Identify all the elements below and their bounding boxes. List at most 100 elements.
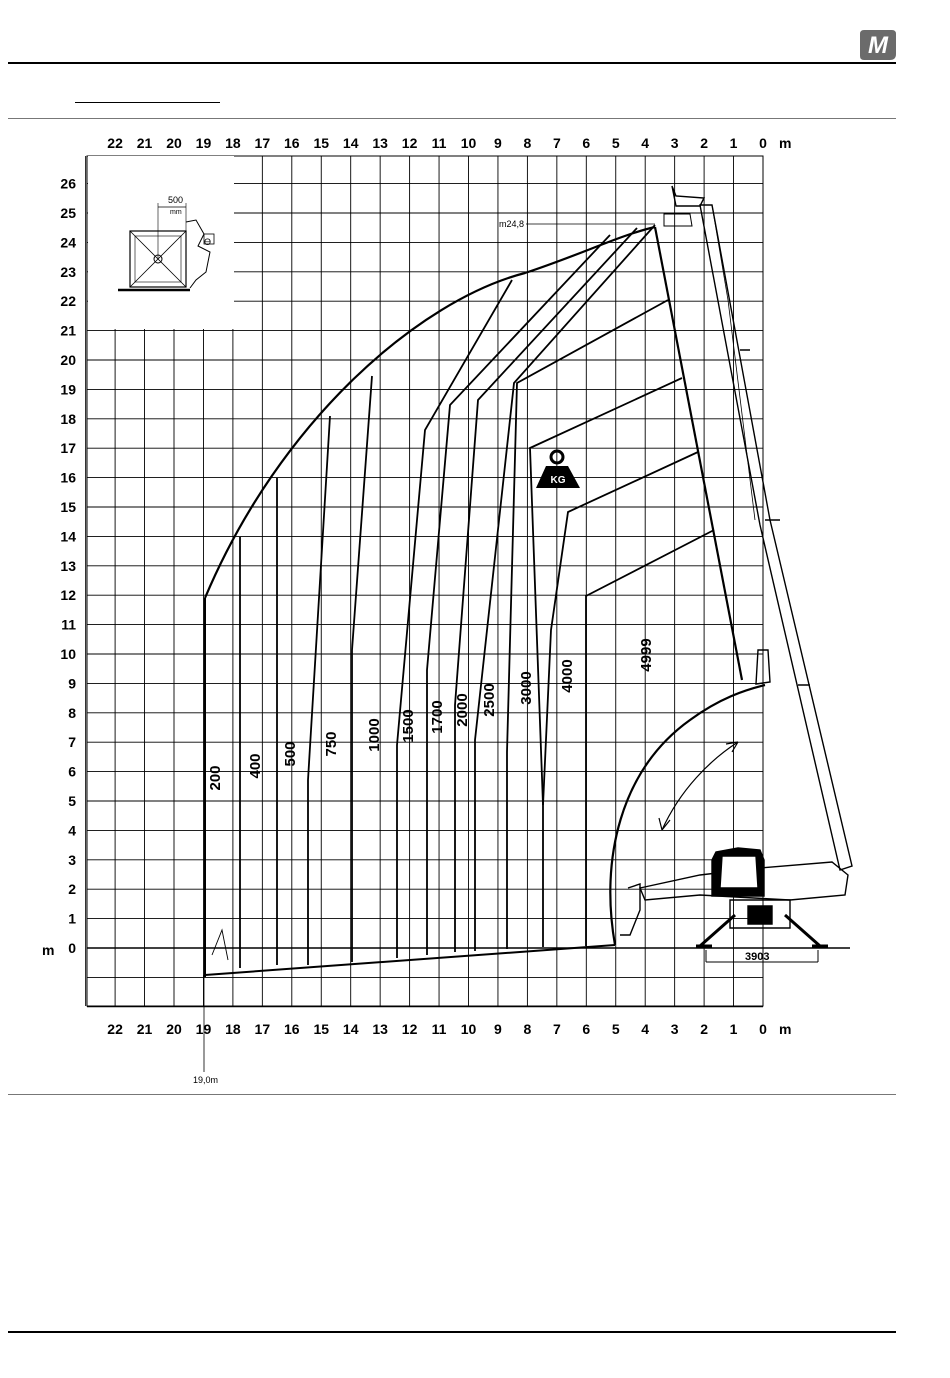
x-tick-label-bottom: 7 <box>553 1021 561 1037</box>
y-tick-label: 2 <box>68 881 76 897</box>
y-tick-label: 17 <box>60 440 76 456</box>
x-tick-label-bottom: 2 <box>700 1021 708 1037</box>
load-zone-label: 2000 <box>454 693 471 726</box>
x-tick-label-top: 11 <box>432 135 447 151</box>
load-zone-label: 4999 <box>638 638 655 671</box>
max-outreach-label: 19,0m <box>193 1075 218 1085</box>
y-axis-ticks: 0123456789101112131415161718192021222324… <box>60 176 76 956</box>
y-tick-label: 3 <box>68 852 76 868</box>
x-tick-label-bottom: 4 <box>641 1021 649 1037</box>
x-tick-label-bottom: 3 <box>671 1021 679 1037</box>
y-tick-label: 26 <box>60 176 76 192</box>
y-tick-label: 24 <box>60 234 76 250</box>
y-tick-label: 10 <box>60 646 76 662</box>
x-tick-label-bottom: 5 <box>612 1021 620 1037</box>
x-tick-label-bottom: 12 <box>402 1021 418 1037</box>
x-tick-label-top: 21 <box>137 135 153 151</box>
x-axis-bottom-unit: m <box>779 1021 791 1037</box>
x-tick-label-top: 17 <box>255 135 271 151</box>
x-tick-label-top: 1 <box>730 135 738 151</box>
x-tick-label-bottom: 20 <box>166 1021 182 1037</box>
x-tick-label-bottom: 18 <box>225 1021 241 1037</box>
y-tick-label: 25 <box>60 205 76 221</box>
x-tick-label-bottom: 17 <box>255 1021 271 1037</box>
y-tick-label: 8 <box>68 705 76 721</box>
y-tick-label: 9 <box>68 675 76 691</box>
x-tick-label-bottom: 1 <box>730 1021 738 1037</box>
y-tick-label: 19 <box>60 381 76 397</box>
x-tick-label-bottom: 6 <box>582 1021 590 1037</box>
x-tick-label-top: 22 <box>107 135 123 151</box>
x-tick-label-bottom: 10 <box>461 1021 477 1037</box>
load-zone-label: 750 <box>323 731 340 756</box>
x-tick-label-bottom: 13 <box>372 1021 388 1037</box>
x-axis-top-unit: m <box>779 135 791 151</box>
load-zone-labels: 200 400 500 750 1000 1500 1700 2000 2500 3000 4000… <box>207 638 655 790</box>
x-tick-label-bottom: 15 <box>313 1021 329 1037</box>
y-tick-label: 1 <box>68 911 76 927</box>
basket-icon-mark: ϴ <box>204 237 211 247</box>
x-tick-label-top: 10 <box>461 135 477 151</box>
x-tick-label-top: 14 <box>343 135 359 151</box>
y-tick-label: 21 <box>60 323 76 339</box>
load-zone-boundaries <box>240 225 714 968</box>
load-zone-label: 1700 <box>429 700 446 733</box>
load-zone-label: 3000 <box>518 671 535 704</box>
x-tick-label-top: 13 <box>372 135 388 151</box>
x-tick-label-bottom: 0 <box>759 1021 767 1037</box>
y-tick-label: 22 <box>60 293 76 309</box>
y-tick-label: 7 <box>68 734 76 750</box>
x-tick-label-bottom: 8 <box>524 1021 532 1037</box>
x-tick-label-top: 5 <box>612 135 620 151</box>
load-zone-label: 1000 <box>366 718 383 751</box>
x-tick-label-top: 3 <box>671 135 679 151</box>
x-tick-label-top: 19 <box>196 135 212 151</box>
y-tick-label: 20 <box>60 352 76 368</box>
x-tick-label-top: 4 <box>641 135 649 151</box>
y-tick-label: 14 <box>60 528 76 544</box>
x-tick-label-top: 9 <box>494 135 502 151</box>
y-tick-label: 18 <box>60 411 76 427</box>
load-zone-label: 1500 <box>400 709 417 742</box>
y-tick-label: 6 <box>68 764 76 780</box>
y-tick-label: 12 <box>60 587 76 603</box>
y-tick-label: 5 <box>68 793 76 809</box>
load-zone-label: 2500 <box>481 683 498 716</box>
x-tick-label-top: 16 <box>284 135 300 151</box>
min-outreach-arc <box>610 685 765 945</box>
y-tick-label: 15 <box>60 499 76 515</box>
x-tick-label-bottom: 19 <box>196 1021 212 1037</box>
x-tick-label-top: 7 <box>553 135 561 151</box>
x-tick-label-bottom: 21 <box>137 1021 153 1037</box>
y-tick-label: 11 <box>61 617 76 633</box>
y-tick-label: 23 <box>60 264 76 280</box>
x-tick-label-bottom: 14 <box>343 1021 359 1037</box>
x-tick-label-top: 18 <box>225 135 241 151</box>
x-tick-label-top: 2 <box>700 135 708 151</box>
basket-width-label: 500 <box>168 195 183 205</box>
x-tick-label-top: 15 <box>313 135 329 151</box>
load-zone-label: 500 <box>282 741 299 766</box>
load-weight-icon: KG <box>536 451 580 488</box>
y-tick-label: 16 <box>60 470 76 486</box>
basket-unit-label: mm <box>170 209 182 216</box>
x-tick-label-top: 6 <box>582 135 590 151</box>
x-axis-bottom-ticks: 222120191817161514131211109876543210 <box>107 1021 767 1037</box>
max-height-label: m24,8 <box>499 219 524 229</box>
y-axis-unit: m <box>42 942 54 958</box>
stabilizer-dimension: 3903 <box>706 950 818 963</box>
x-tick-label-top: 20 <box>166 135 182 151</box>
load-icon-text: KG <box>551 475 566 486</box>
y-tick-label: 4 <box>68 822 76 838</box>
load-zone-label: 200 <box>207 765 224 790</box>
x-tick-label-bottom: 9 <box>494 1021 502 1037</box>
x-tick-label-bottom: 16 <box>284 1021 300 1037</box>
load-zone-label: 4000 <box>559 659 576 692</box>
y-tick-label: 13 <box>60 558 76 574</box>
x-tick-label-top: 0 <box>759 135 767 151</box>
x-tick-label-bottom: 22 <box>107 1021 123 1037</box>
x-tick-label-bottom: 11 <box>432 1021 447 1037</box>
load-zone-label: 400 <box>247 753 264 778</box>
